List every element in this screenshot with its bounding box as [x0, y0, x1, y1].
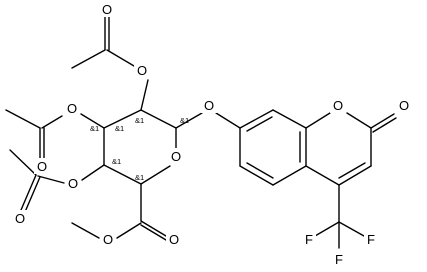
top-acetyl-group	[71, 13, 149, 111]
stereo-label-c1: &1	[180, 116, 189, 125]
atom-o-coumarin-carbonyl: O	[399, 98, 409, 113]
lower-acetyl-group	[9, 149, 105, 213]
atom-o-coumarin-ring: O	[333, 98, 343, 113]
stereo-label-c4: &1	[112, 157, 121, 166]
atom-o-methyl-ester: O	[103, 232, 113, 247]
methyl-ester-group	[71, 183, 167, 241]
atom-o-carboxyl-carbonyl: O	[169, 232, 179, 247]
atom-o-lower-ester: O	[68, 176, 78, 191]
atom-f-left: F	[305, 232, 313, 247]
coumarin-core	[239, 109, 397, 249]
atom-f-bottom: F	[335, 252, 343, 267]
atom-o-ring: O	[171, 149, 181, 164]
atom-f-right: F	[367, 232, 375, 247]
stereo-label-c3-right: &1	[115, 124, 124, 133]
atom-o-left-acetyl-carbonyl: O	[37, 159, 47, 174]
atom-o-top-acetyl-carbonyl: O	[102, 2, 112, 17]
stereo-label-c5: &1	[135, 173, 144, 182]
atom-o-lower-acetyl-carbonyl: O	[15, 211, 25, 226]
stereo-label-c3-left: &1	[90, 124, 99, 133]
atom-o-top-ester: O	[137, 63, 147, 78]
atom-o-glycosidic: O	[204, 98, 214, 113]
glycosidic-link	[175, 112, 241, 129]
atom-o-left-ester: O	[67, 101, 77, 116]
pyranose-ring	[103, 109, 177, 185]
left-acetyl-group	[5, 109, 105, 161]
stereo-label-c2: &1	[135, 116, 144, 125]
